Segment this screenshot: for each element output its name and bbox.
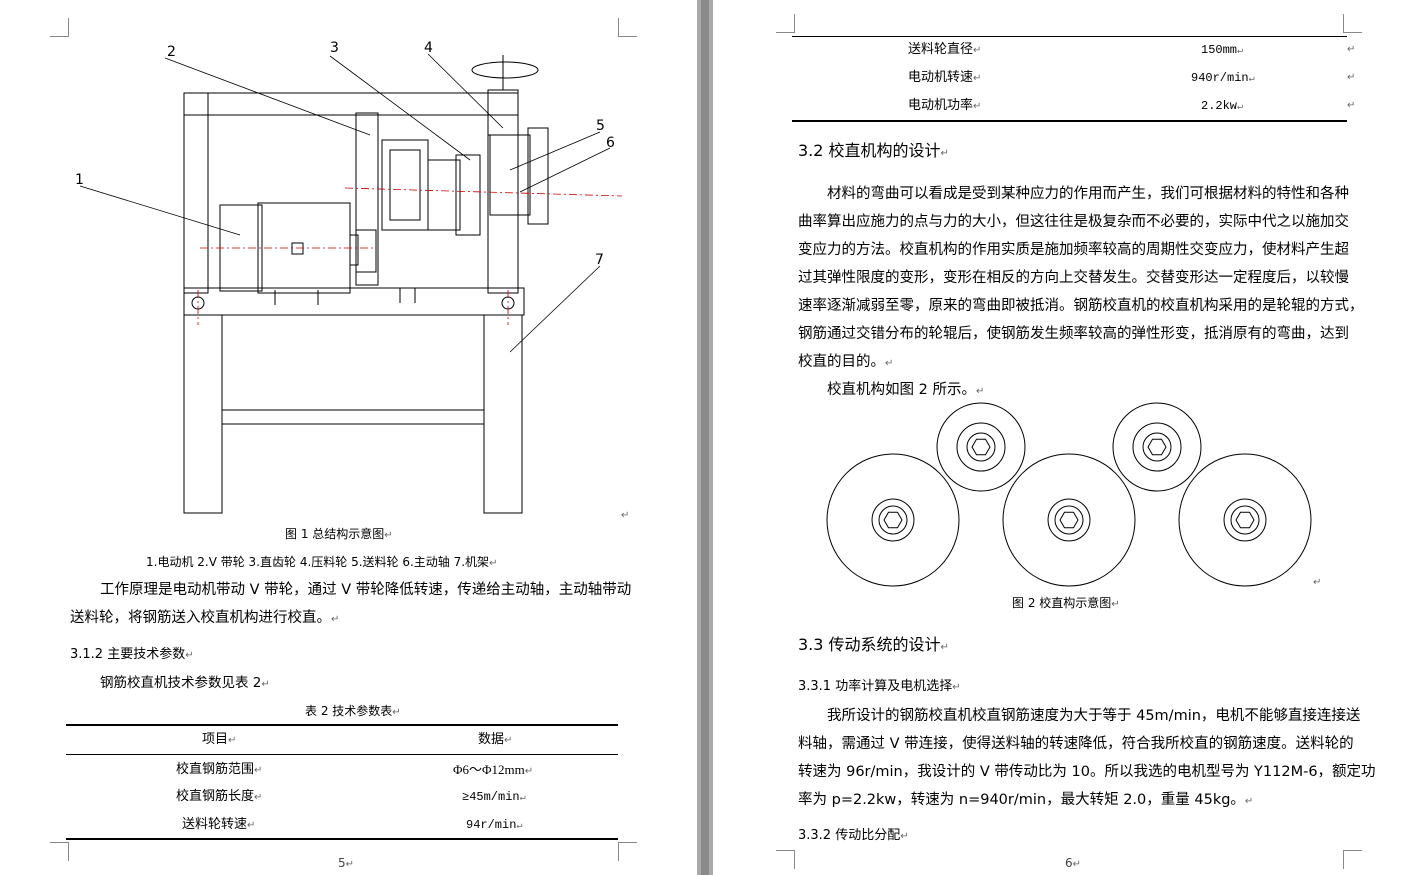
roller-small: [1112, 402, 1202, 492]
figure-2-straightening-rollers: [826, 402, 1312, 587]
paragraph-mark: ↵: [1313, 577, 1322, 588]
paragraph-line: 校直机构如图 2 所示。↵: [827, 382, 985, 398]
table-cell: Φ6～Φ12mm↵: [453, 762, 534, 777]
crop-mark: [618, 18, 637, 37]
section-heading-3-3: 3.3 传动系统的设计↵: [798, 635, 949, 654]
paragraph-mark: ↵: [621, 510, 630, 521]
table-2-title: 表 2 技术参数表↵: [305, 704, 401, 718]
section-heading-3-3-2: 3.3.2 传动比分配↵: [798, 828, 909, 843]
table-header-data: 数据↵: [478, 732, 513, 747]
table-header-item: 项目↵: [202, 732, 237, 747]
table-cell: 校直钢筋长度↵: [176, 789, 263, 804]
table-cell: 150mm↵: [1201, 43, 1244, 57]
table-cell: 2.2kw↵: [1201, 99, 1244, 113]
figure-1-number-1: 1: [75, 172, 84, 188]
paragraph-line: 钢筋校直机技术参数见表 2↵: [100, 675, 270, 691]
figure-1-number-3: 3: [330, 40, 339, 56]
section-heading-3-2: 3.2 校直机构的设计↵: [798, 141, 949, 160]
paragraph-line: 转速为 96r/min，我设计的 V 带传动比为 10。所以我选的电机型号为 Y…: [798, 764, 1376, 780]
table-cell: 送料轮直径↵: [908, 42, 982, 57]
paragraph-line: 工作原理是电动机带动 V 带轮，通过 V 带轮降低转速，传递给主动轴，主动轴带动: [100, 582, 632, 598]
table-cell: 电动机功率↵: [908, 98, 982, 113]
roller-large: [1178, 453, 1312, 587]
section-heading-3-3-1: 3.3.1 功率计算及电机选择↵: [798, 679, 961, 694]
figure-2-caption: 图 2 校直构示意图↵: [1012, 596, 1120, 610]
crop-mark: [618, 842, 637, 861]
figure-1-number-2: 2: [167, 44, 176, 60]
figure-1-number-5: 5: [596, 118, 605, 134]
paragraph-line: 速率逐渐减弱至零，原来的弯曲即被抵消。钢筋校直机的校直机构采用的是轮辊的方式，: [798, 298, 1364, 314]
crop-mark: [776, 14, 795, 33]
roller-small: [936, 402, 1026, 492]
roller-large: [826, 453, 960, 587]
paragraph-line: 材料的弯曲可以看成是受到某种应力的作用而产生，我们可根据材料的特性和各种: [827, 186, 1349, 202]
table-cell: 94r/min↵: [466, 818, 523, 832]
table-cell: 送料轮转速↵: [182, 817, 256, 832]
paragraph-line: 料轴，需通过 V 带连接，使得送料轴的转速降低，符合我所校直的钢筋速度。送料轮的: [798, 736, 1354, 752]
crop-mark: [50, 842, 69, 861]
paragraph-line: 校直的目的。↵: [798, 354, 894, 370]
table-rule-continued: [792, 36, 1347, 37]
document-page-5: 1 2 3 4 5 6 7 图 1 总结构示意图↵ 1.电动机 2.V 带轮 3…: [0, 0, 697, 875]
table-cell: 电动机转速↵: [908, 70, 982, 85]
crop-mark: [50, 18, 69, 37]
figure-1-legend: 1.电动机 2.V 带轮 3.直齿轮 4.压料轮 5.送料轮 6.主动轴 7.机…: [146, 555, 498, 569]
row-mark: ↵: [1347, 72, 1356, 83]
figure-1-number-4: 4: [424, 40, 433, 56]
paragraph-line: 率为 p=2.2kw，转速为 n=940r/min，最大转矩 2.0，重量 45…: [798, 792, 1254, 808]
page-gutter: [697, 0, 713, 875]
paragraph-line: 曲率算出应施力的点与力的大小，但这往往是极复杂而不必要的，实际中代之以施加交: [798, 214, 1349, 230]
table-cell: ≥45m/min↵: [462, 790, 526, 804]
section-heading-3-1-2: 3.1.2 主要技术参数↵: [70, 647, 194, 662]
figure-1-assembly-drawing: [79, 53, 623, 514]
table-cell: 校直钢筋范围↵: [176, 762, 263, 777]
crop-mark: [1343, 14, 1362, 33]
crop-mark: [1343, 850, 1362, 869]
paragraph-line: 送料轮，将钢筋送入校直机构进行校直。↵: [70, 610, 340, 626]
figure-1-number-6: 6: [606, 135, 615, 151]
table-rule-top: [66, 724, 618, 726]
roller-large: [1002, 453, 1136, 587]
row-mark: ↵: [1347, 100, 1356, 111]
table-rule-bottom: [66, 838, 618, 840]
table-rule-header: [66, 754, 618, 755]
crop-mark: [776, 850, 795, 869]
table-rule-bottom: [792, 120, 1347, 122]
figure-1-caption: 图 1 总结构示意图↵: [285, 527, 393, 541]
table-cell: 940r/min↵: [1191, 71, 1255, 85]
figure-1-number-7: 7: [595, 252, 604, 268]
page-number: 6↵: [1065, 856, 1082, 870]
paragraph-line: 钢筋通过交错分布的轮辊后，使钢筋发生频率较高的弹性形变，抵消原有的弯曲，达到: [798, 326, 1349, 342]
paragraph-line: 过其弹性限度的变形，变形在相反的方向上交替发生。交替变形达一定程度后，以较慢: [798, 270, 1349, 286]
row-mark: ↵: [1347, 44, 1356, 55]
page-number: 5↵: [338, 856, 355, 870]
document-page-6: 送料轮直径↵ 150mm↵ 电动机转速↵ 940r/min↵ 电动机功率↵ 2.…: [713, 0, 1406, 875]
paragraph-line: 我所设计的钢筋校直机校直钢筋速度为大于等于 45m/min，电机不能够直接连接送: [827, 708, 1361, 724]
paragraph-line: 变应力的方法。校直机构的作用实质是施加频率较高的周期性交变应力，使材料产生超: [798, 242, 1349, 258]
